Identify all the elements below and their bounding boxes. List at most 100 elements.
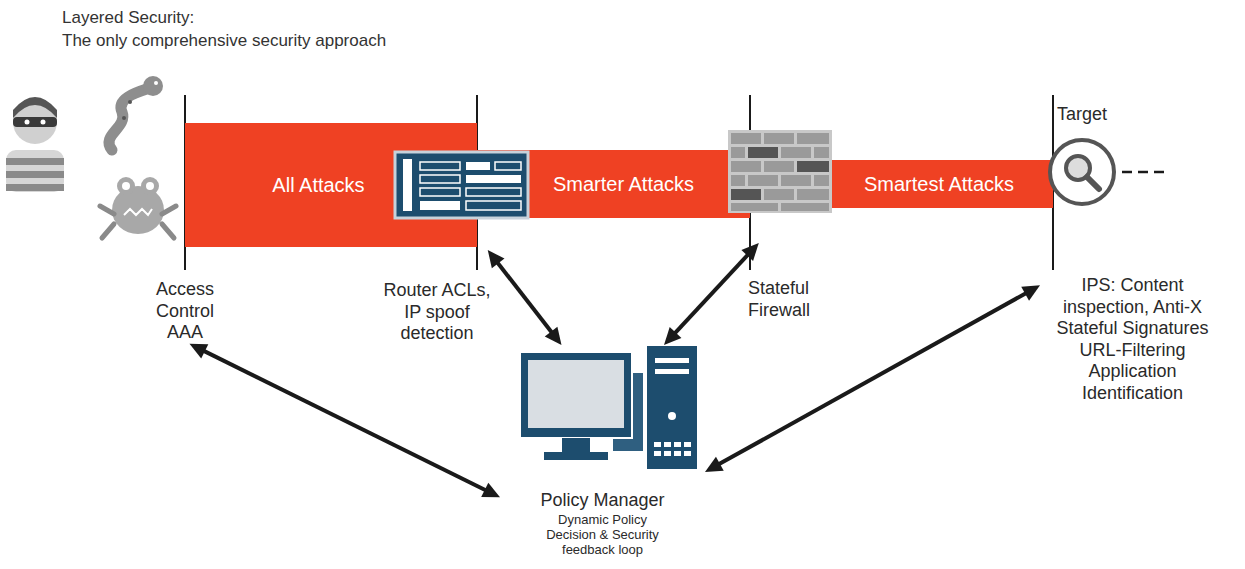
- arrow-line: [200, 349, 489, 492]
- node-text: Target: [1046, 104, 1118, 126]
- burglar-icon-part: [6, 158, 64, 165]
- bug-icon-part: [124, 209, 152, 215]
- worm-icon-part: [143, 76, 163, 96]
- continuation-dashes-part: [1154, 171, 1164, 174]
- router-icon-part: [403, 159, 412, 211]
- firewall-icon-part: [797, 161, 829, 172]
- arrow-head: [481, 483, 500, 498]
- firewall-icon-part: [731, 133, 761, 144]
- bug-icon: [100, 177, 176, 238]
- firewall-icon-part: [731, 203, 778, 211]
- policy-manager-icon-part: [654, 451, 661, 456]
- policy-manager-icon-part: [664, 451, 671, 456]
- firewall-icon: [728, 130, 832, 213]
- node-text: Router ACLs, IP spoof detection: [378, 280, 496, 345]
- arrow-head: [741, 243, 758, 261]
- target-icon-part: [1087, 177, 1099, 189]
- layer-label: IPS: Content inspection, Anti-X Stateful…: [1040, 275, 1225, 405]
- burglar-icon-part: [6, 150, 64, 192]
- firewall-icon-part: [781, 175, 811, 186]
- arrow-head: [488, 250, 505, 268]
- router-icon-part: [420, 175, 460, 183]
- bug-icon-part: [122, 182, 130, 190]
- diagram-title: Layered Security:: [62, 8, 194, 28]
- feedback-arrow: [664, 243, 759, 345]
- policy-manager-icon-part: [655, 358, 689, 363]
- arrow-head: [1021, 285, 1040, 300]
- firewall-icon-part: [797, 189, 829, 200]
- node-text: Stateful Firewall: [748, 278, 838, 321]
- arrow-head: [545, 327, 562, 345]
- burglar-icon-part: [41, 120, 46, 125]
- router-icon-part: [420, 162, 460, 170]
- policy-manager-icon-part: [674, 442, 681, 447]
- policy-manager-icon-part: [664, 442, 671, 447]
- burglar-icon-part: [13, 97, 57, 118]
- feedback-arrow: [488, 250, 562, 345]
- layer-label: Access Control AAA: [140, 275, 230, 344]
- firewall-icon-part: [748, 147, 778, 158]
- burglar-icon-part: [6, 184, 64, 191]
- layer-divider: [185, 95, 1053, 270]
- policy-manager-icon-part: [646, 345, 698, 470]
- policy-manager-icon-part: [674, 451, 681, 456]
- bug-icon-part: [141, 177, 159, 195]
- continuation-dashes-part: [1138, 171, 1148, 174]
- router-icon-part: [466, 188, 521, 196]
- router-icon-part: [395, 152, 528, 218]
- router-icon: [395, 152, 528, 218]
- firewall-icon-part: [731, 175, 745, 186]
- worm-icon-part: [128, 100, 132, 104]
- continuation-dashes-part: [1122, 171, 1132, 174]
- policy-manager-icon-part: [520, 352, 632, 438]
- firewall-icon-part: [748, 175, 778, 186]
- subtitle-label: The only comprehensive security approach: [62, 31, 386, 51]
- policy-manager-icon-part: [544, 452, 608, 460]
- layer-label: Stateful Firewall: [748, 243, 838, 321]
- router-icon-part: [420, 201, 460, 210]
- firewall-icon-part: [781, 203, 829, 211]
- policy-manager-icon-part: [655, 369, 689, 374]
- policy-manager: Policy ManagerDynamic Policy Decision & …: [500, 345, 705, 557]
- node-text: Policy Manager: [500, 490, 705, 512]
- arrow-line: [495, 259, 554, 335]
- router-icon-part: [495, 162, 521, 170]
- firewall-icon-part: [731, 189, 761, 200]
- attack-band: Smartest Attacks: [750, 160, 1053, 208]
- arrow-head: [664, 327, 681, 345]
- policy-manager-icon-part: [654, 442, 661, 447]
- bug-icon-part: [112, 186, 164, 234]
- worm-icon-part: [109, 88, 150, 150]
- policy-manager-icon: [520, 345, 698, 470]
- burglar-icon-part: [6, 171, 64, 178]
- burglar-icon-part: [13, 117, 57, 127]
- arrow-line: [672, 252, 750, 336]
- policy-manager-icon-part: [668, 412, 676, 420]
- node-text: IPS: Content inspection, Anti-X Stateful…: [1040, 275, 1225, 405]
- node-text: Smarter Attacks: [553, 173, 694, 196]
- firewall-icon-part: [764, 161, 794, 172]
- node-text: Access Control AAA: [140, 279, 230, 344]
- bug-icon-part: [100, 206, 176, 238]
- firewall-icon-part: [781, 147, 811, 158]
- firewall-icon-part: [728, 130, 832, 213]
- firewall-icon-part: [764, 133, 794, 144]
- node-note: Dynamic Policy Decision & Security feedb…: [539, 512, 667, 557]
- policy-manager-icon-part: [562, 438, 590, 452]
- firewall-icon-part: [764, 189, 794, 200]
- worm-icon-part: [154, 81, 158, 85]
- policy-manager-icon-part: [684, 451, 691, 456]
- attack-band: [185, 123, 1053, 247]
- firewall-icon-part: [731, 147, 745, 158]
- policy-manager-icon-part: [528, 360, 624, 428]
- policy-manager-icon-part: [684, 442, 691, 447]
- firewall-icon-part: [731, 161, 761, 172]
- worm-icon: [109, 76, 163, 150]
- node-text: Smartest Attacks: [864, 173, 1014, 196]
- worm-icon-part: [122, 116, 126, 120]
- firewall-icon-part: [814, 147, 829, 158]
- feedback-arrow: [190, 344, 501, 498]
- router-icon-part: [420, 188, 460, 196]
